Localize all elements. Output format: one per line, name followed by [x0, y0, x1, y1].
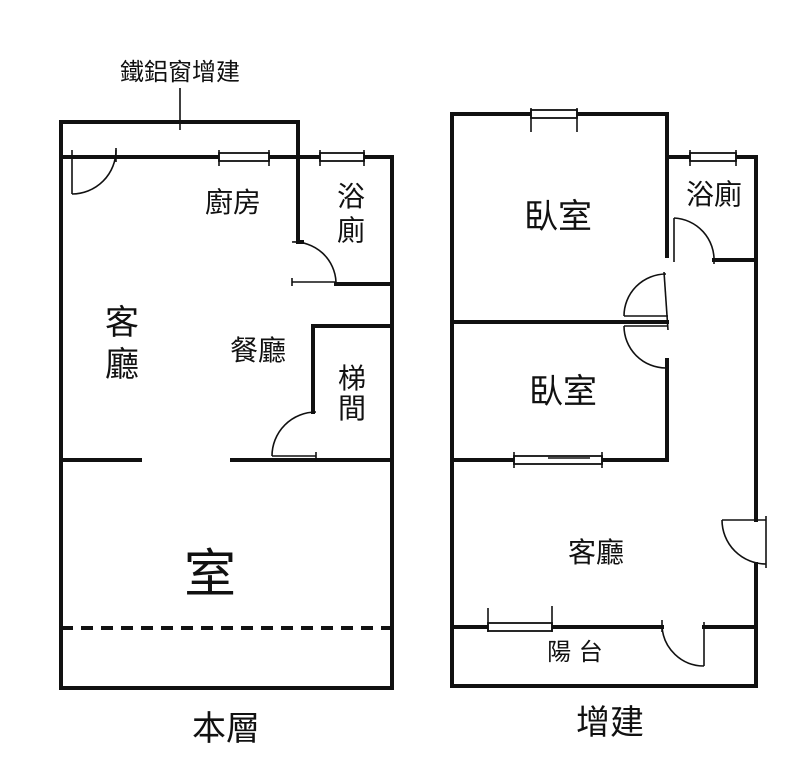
addition-floor-plan: 臥室 浴廁 臥室 客廳 陽 台 增建: [450, 108, 767, 743]
addition-title: 增建: [576, 703, 644, 743]
bedroom2-window: [513, 452, 603, 468]
stairs-label-2: 間: [338, 392, 366, 425]
bath-window: [319, 150, 365, 166]
main-bath-label-1: 浴: [337, 180, 365, 213]
dining-label: 餐廳: [230, 334, 286, 367]
balcony-window: [487, 606, 553, 632]
entry-door: [71, 148, 117, 195]
bedroom1-door: [623, 271, 669, 331]
main-floor-plan: 鐵鋁窗增建 廚房 浴 廁 客 廳 餐廳 梯 間 室 本層: [59, 58, 394, 749]
bedroom2-door: [623, 325, 668, 369]
annex-note-label: 鐵鋁窗增建: [120, 58, 240, 86]
stairs-door: [271, 411, 317, 462]
main-living-label-1: 客: [105, 303, 139, 343]
kitchen-window: [218, 150, 270, 166]
bedroom2-label: 臥室: [529, 372, 597, 412]
addition-bath-door: [673, 217, 715, 264]
addition-bath-label: 浴廁: [686, 178, 742, 211]
stairs-wall: [311, 324, 394, 414]
bath-door: [291, 241, 337, 286]
room-label: 室: [184, 545, 236, 605]
bedroom1-label: 臥室: [524, 197, 592, 237]
annex-wall: [59, 120, 300, 244]
main-living-label-2: 廳: [105, 345, 139, 385]
stairs-label-1: 梯: [338, 362, 366, 395]
balcony-door: [661, 620, 705, 667]
bedroom1-window: [530, 108, 578, 132]
main-bath-label-2: 廁: [337, 214, 365, 247]
addition-living-label: 客廳: [568, 536, 624, 569]
balcony-label: 陽 台: [547, 638, 603, 666]
addition-bath-window: [689, 150, 737, 166]
main-floor-title: 本層: [192, 709, 260, 749]
exterior-door: [721, 516, 767, 568]
kitchen-label: 廚房: [205, 186, 261, 219]
